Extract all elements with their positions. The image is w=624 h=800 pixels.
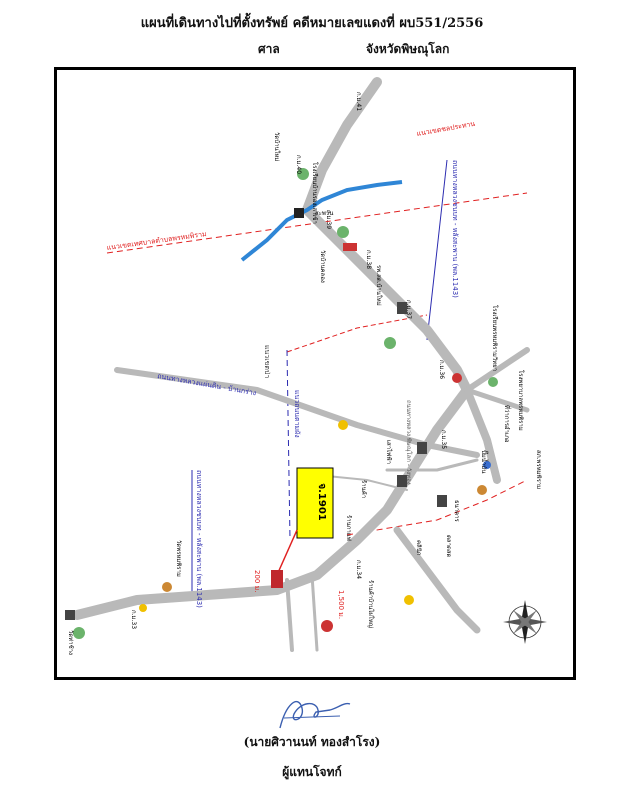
label-mid-line2: แนวถนนตามผัง	[293, 390, 301, 438]
label-km-39: ก.ม.39	[325, 210, 332, 229]
label-mid-line: แนวเขตป่า	[263, 345, 271, 378]
label-km-38: ก.ม.38	[365, 250, 372, 269]
signature	[272, 690, 362, 738]
bridge-icon	[294, 208, 304, 218]
label-poi-hospital: โรงพยาบาลพรหมพิราม	[517, 370, 525, 431]
label-poi-health: รพ.สต.บ้านใหม่	[375, 265, 383, 306]
label-km-40: ก.ม.40	[295, 155, 302, 174]
label-km-41: ก.ม.41	[355, 92, 362, 111]
label-poi-shop-bottom: ร้านค้าบ้านไผ่ใหญ่	[367, 580, 375, 628]
label-poi-police: สภ.พรหมพิราม	[535, 450, 542, 489]
label-poi-school-right: โรงเรียนพรหมพิรามวิทยา	[491, 305, 499, 371]
label-poi-clinic: คลินิก	[415, 540, 422, 556]
label-hwy-mukdahan: ถนนทางหลวง พิษณุโลก - วังทอง	[405, 400, 413, 485]
signatory-role: ผู้แทนโจทก์	[282, 765, 342, 779]
label-km-36: ก.ม.36	[438, 360, 445, 379]
label-poi-cafe: ร้านกาแฟ	[345, 515, 352, 541]
poi-symbols	[65, 168, 498, 639]
parcel-site-icon	[271, 570, 283, 588]
court-label: ศาล	[258, 42, 280, 56]
label-poi-school: โรงเรียนบ้านร่องเสาเข้า	[311, 162, 319, 224]
label-poi-gov: ที่ว่าการอำเภอ	[503, 405, 511, 443]
label-distance-1500: 1,500 ม.	[337, 590, 345, 619]
label-hwy-national: ถนนทางหลวงแผ่นดิน - บ้านกร่าง	[157, 372, 257, 397]
label-poi-market: ตลาดสด	[445, 535, 452, 558]
label-km-37: ก.ม.37	[405, 300, 412, 319]
label-hwy-1143-left: ถนนทางหลวงชนบท - หลังสะพาน (พล.1143)	[195, 470, 203, 608]
label-poi-gas: ปั๊มน้ำมัน	[480, 450, 490, 473]
map-canvas[interactable]: จ.1901 ถนนทางหลวงชนบท - หลังสะพาน (พล.11…	[57, 70, 573, 677]
label-distance-200: 200 ม.	[253, 570, 261, 592]
signatory-name: (นายศิวานนท์ ทองสำโรง)	[243, 735, 381, 749]
label-poi-temple-top: วัดบ้านใหม่	[273, 132, 281, 161]
label-poi-temple-river: วัดบ้านคลอง	[319, 250, 326, 283]
label-km-33: ก.ม.33	[130, 610, 137, 629]
label-boundary-right: แนวเขตชลประทาน	[416, 120, 476, 138]
label-km-34: ก.ม.34	[355, 560, 362, 579]
label-poi-shop: ร้านค้า	[360, 480, 367, 498]
label-poi-bridge: สะพาน	[315, 210, 333, 217]
label-km-35: ก.ม.35	[440, 430, 447, 449]
parcel-pointer	[276, 529, 298, 576]
signature-scribble	[279, 701, 351, 729]
river	[240, 180, 403, 262]
parcel-label: จ.1901	[316, 483, 327, 521]
label-poi-temple-left: วัดพรหมพิราม	[175, 540, 182, 577]
label-poi-bank: ธนาคาร	[453, 500, 460, 523]
page-title: แผนที่เดินทางไปที่ตั้งทรัพย์ คดีหมายเลขแ…	[140, 16, 484, 31]
label-poi-pole: เสาไฟฟ้า	[385, 440, 393, 464]
map-frame[interactable]: จ.1901 ถนนทางหลวงชนบท - หลังสะพาน (พล.11…	[54, 67, 576, 680]
parcel-marker[interactable]: จ.1901	[296, 467, 334, 539]
label-hwy-1143-right: ถนนทางหลวงชนบท - หลังสะพาน (พล.1143)	[451, 160, 459, 298]
label-poi-temple-bottom: วัดท่าช้าง	[67, 630, 74, 655]
compass-rose-icon	[503, 600, 547, 644]
province-label: จังหวัดพิษณุโลก	[366, 42, 450, 56]
